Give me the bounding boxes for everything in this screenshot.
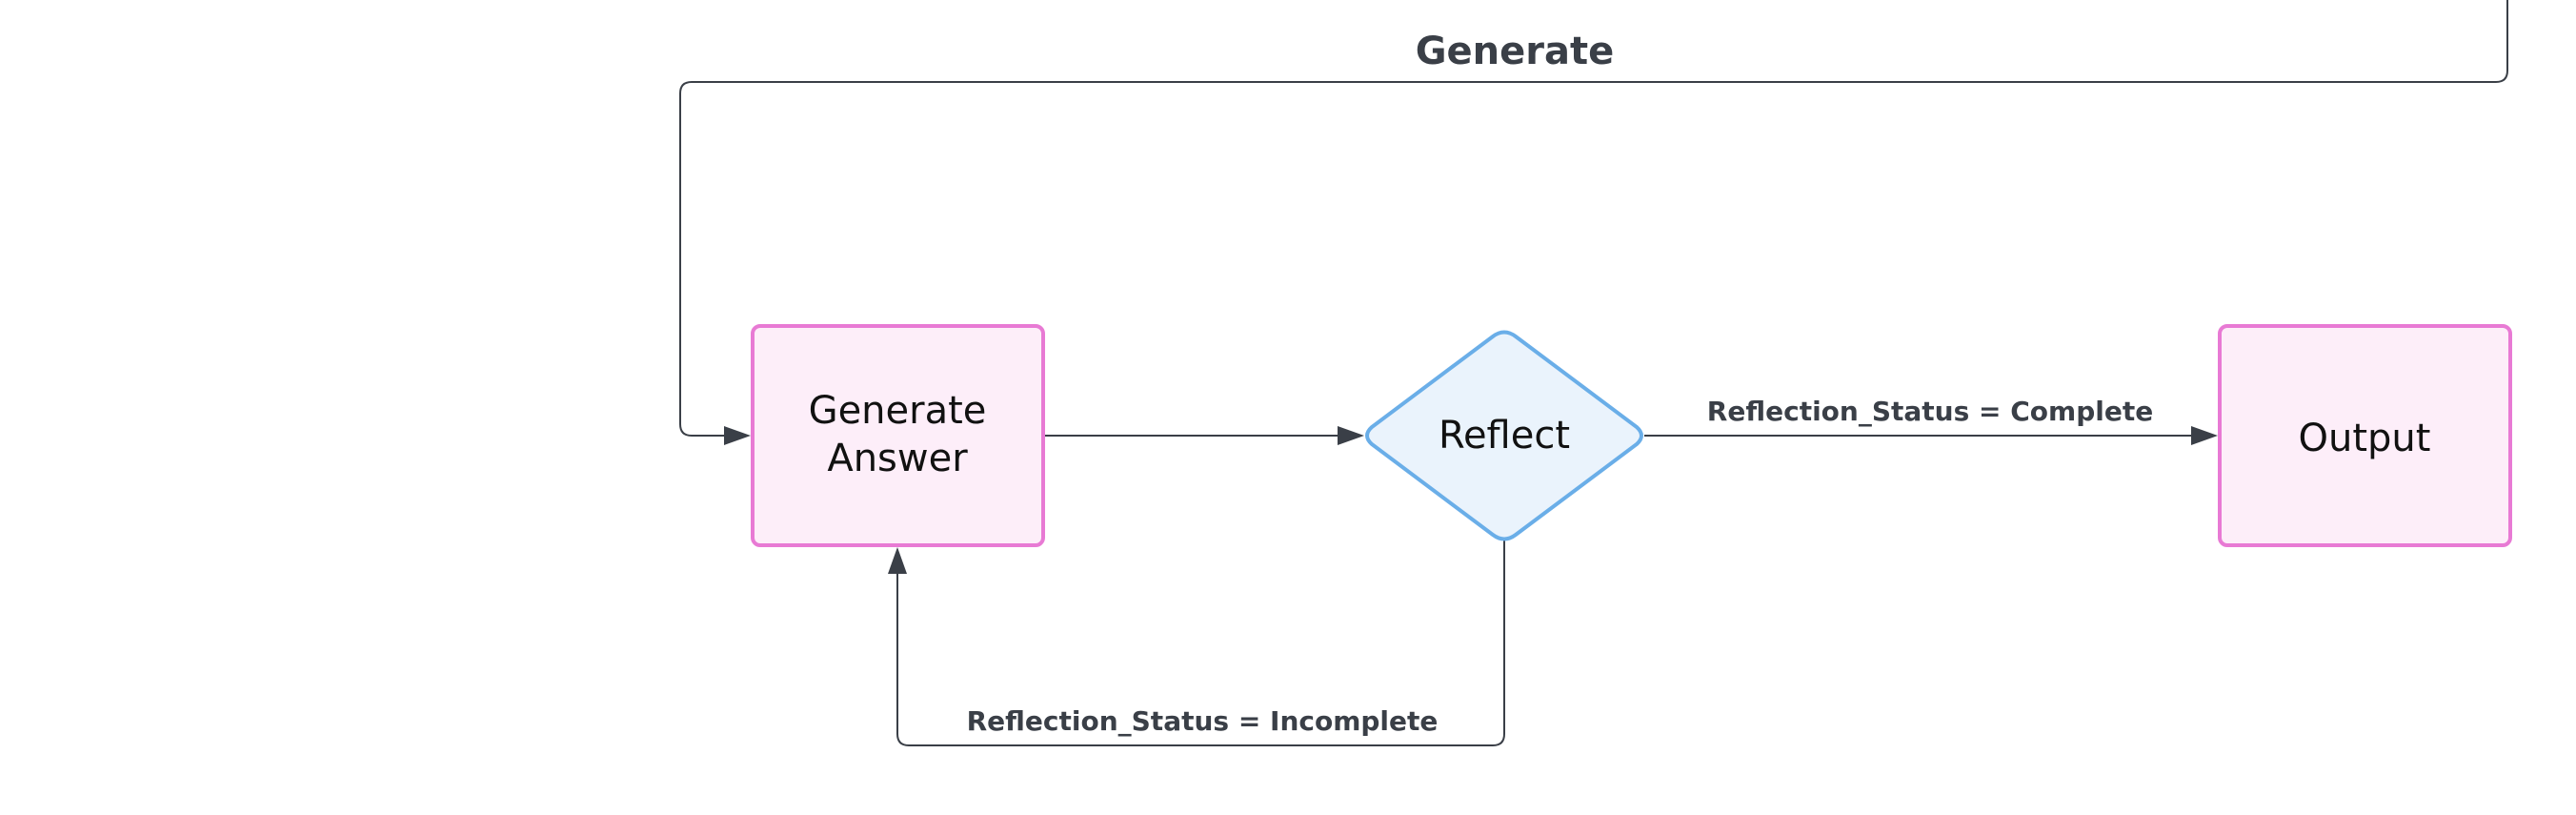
incomplete-edge-label: Reflection_Status = Incomplete (967, 705, 1439, 737)
reflect-diamond (1365, 330, 1643, 541)
generate-answer-label-line1: Generate (809, 389, 987, 433)
arrowhead-icon (2191, 426, 2218, 445)
edge-generate-loop (679, 0, 2508, 437)
arrowhead-icon (724, 426, 751, 445)
arrowhead-icon (1338, 426, 1364, 445)
complete-edge-label: Reflection_Status = Complete (1707, 396, 2153, 427)
reflect-label: Reflect (1439, 414, 1570, 458)
arrowhead-icon (888, 547, 907, 574)
generate-answer-label-line2: Answer (827, 437, 968, 480)
generate-answer-box (751, 324, 1045, 547)
output-label: Output (2299, 417, 2431, 460)
node-generate-answer[interactable]: Generate Answer (751, 324, 1045, 547)
edge-reflect-to-answer (896, 540, 1505, 746)
generate-edge-label: Generate (1416, 30, 1615, 73)
output-box (2218, 324, 2512, 547)
node-reflect[interactable]: Reflect (1365, 330, 1643, 541)
node-output[interactable]: Output (2218, 324, 2512, 547)
